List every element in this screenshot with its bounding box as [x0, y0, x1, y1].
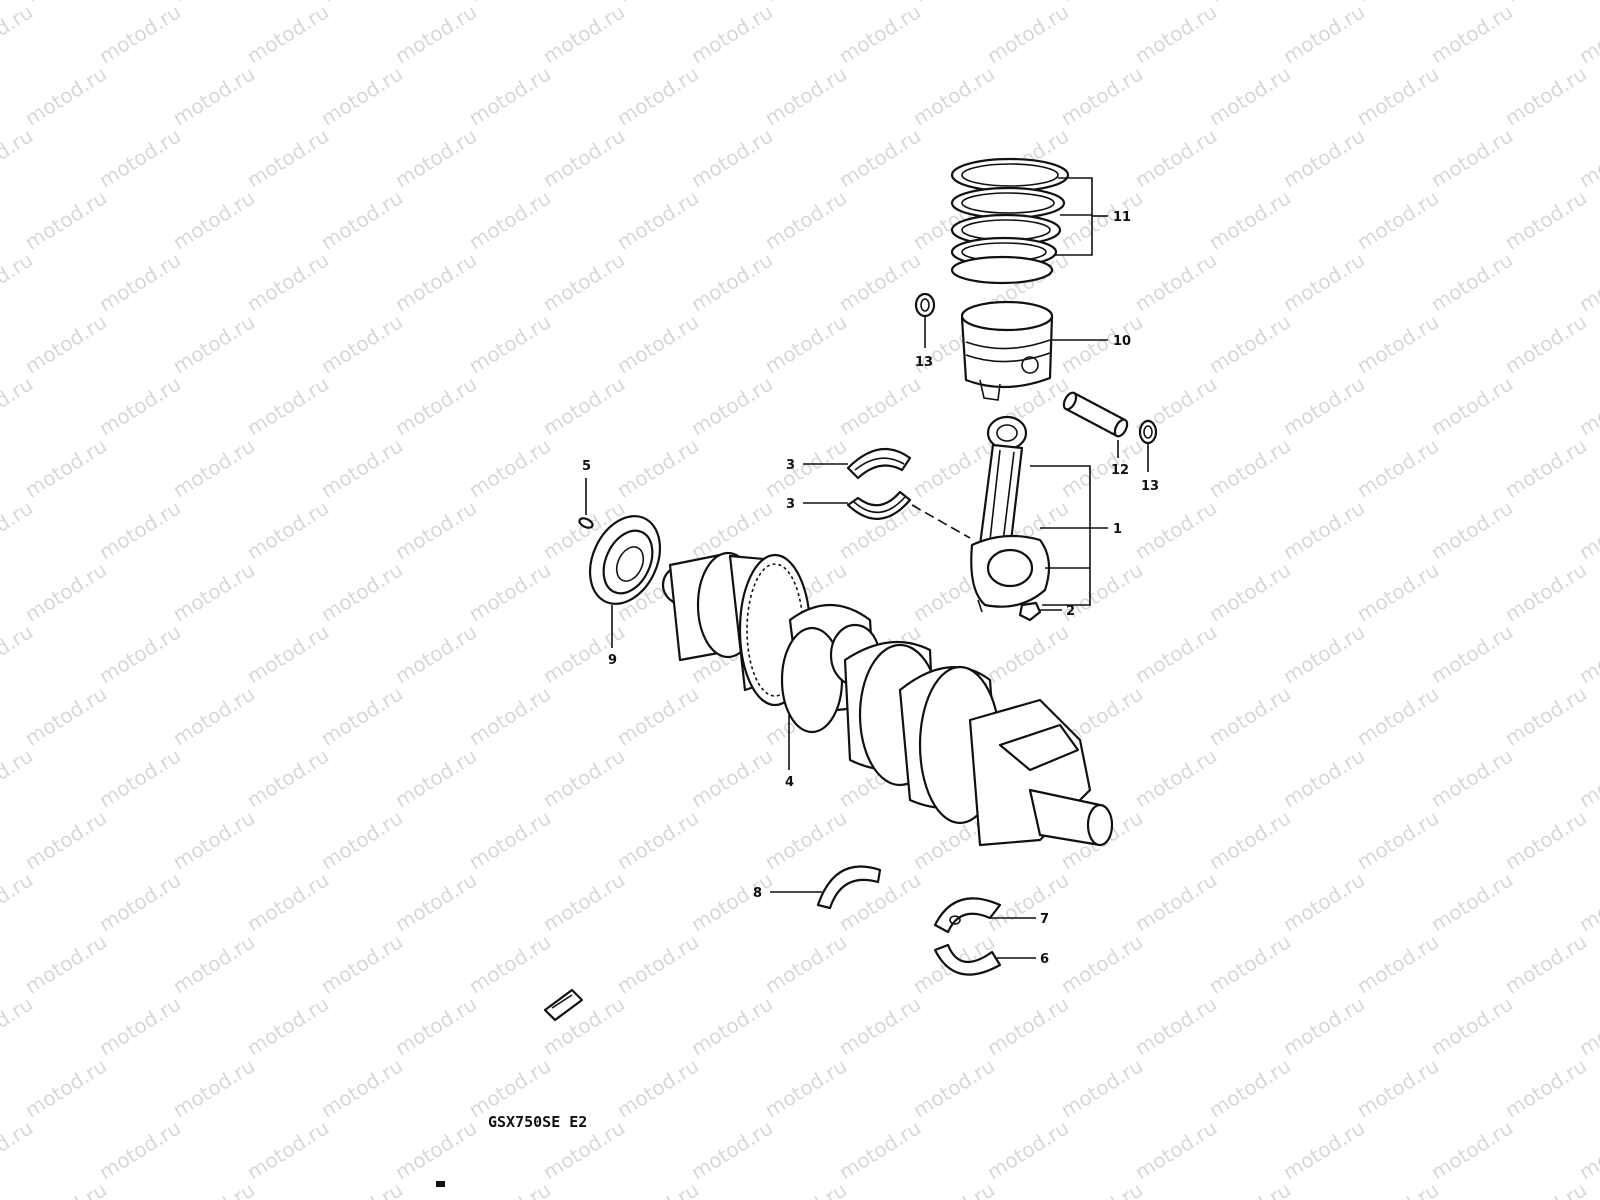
- crank-bearing-upper: [933, 897, 1002, 934]
- callout-13-right: 13: [1141, 479, 1159, 494]
- callout-4: 4: [785, 775, 794, 790]
- callout-2: 2: [1066, 604, 1075, 619]
- callout-3-lower: 3: [786, 497, 795, 512]
- rod-nut: [1018, 601, 1042, 622]
- callout-11: 11: [1113, 210, 1131, 225]
- front-arrow-icon: [543, 988, 584, 1022]
- callout-13-left: 13: [915, 355, 933, 370]
- connecting-rod: [970, 415, 1051, 613]
- thrust-bearing: [816, 865, 882, 910]
- piston-rings: [950, 157, 1070, 285]
- dowel-pin: [578, 517, 594, 529]
- callout-1: 1: [1113, 522, 1122, 537]
- oil-seal: [588, 515, 662, 605]
- callout-12: 12: [1111, 463, 1129, 478]
- callout-6: 6: [1040, 952, 1049, 967]
- piston-pin: [1062, 391, 1129, 438]
- leader-lines: [585, 177, 1149, 959]
- crank-bearing-lower: [933, 943, 1002, 976]
- conrod-bearing-upper: [846, 448, 912, 480]
- callout-labels: 11 10 13 12 13 1 2 3 3 5 9 4 8 7 6: [582, 210, 1159, 967]
- callout-8: 8: [753, 886, 762, 901]
- callout-5: 5: [582, 459, 591, 474]
- callout-3-upper: 3: [786, 458, 795, 473]
- crankshaft: [661, 551, 1114, 847]
- piston: [960, 300, 1054, 401]
- callout-10: 10: [1113, 334, 1131, 349]
- callout-7: 7: [1040, 912, 1049, 927]
- corner-mark: [436, 1181, 445, 1187]
- circlip-right: [1138, 419, 1158, 445]
- model-code-label: GSX750SE E2: [488, 1113, 588, 1131]
- circlip-left: [914, 292, 936, 318]
- conrod-bearing-lower: [846, 490, 912, 520]
- callout-9: 9: [608, 653, 617, 668]
